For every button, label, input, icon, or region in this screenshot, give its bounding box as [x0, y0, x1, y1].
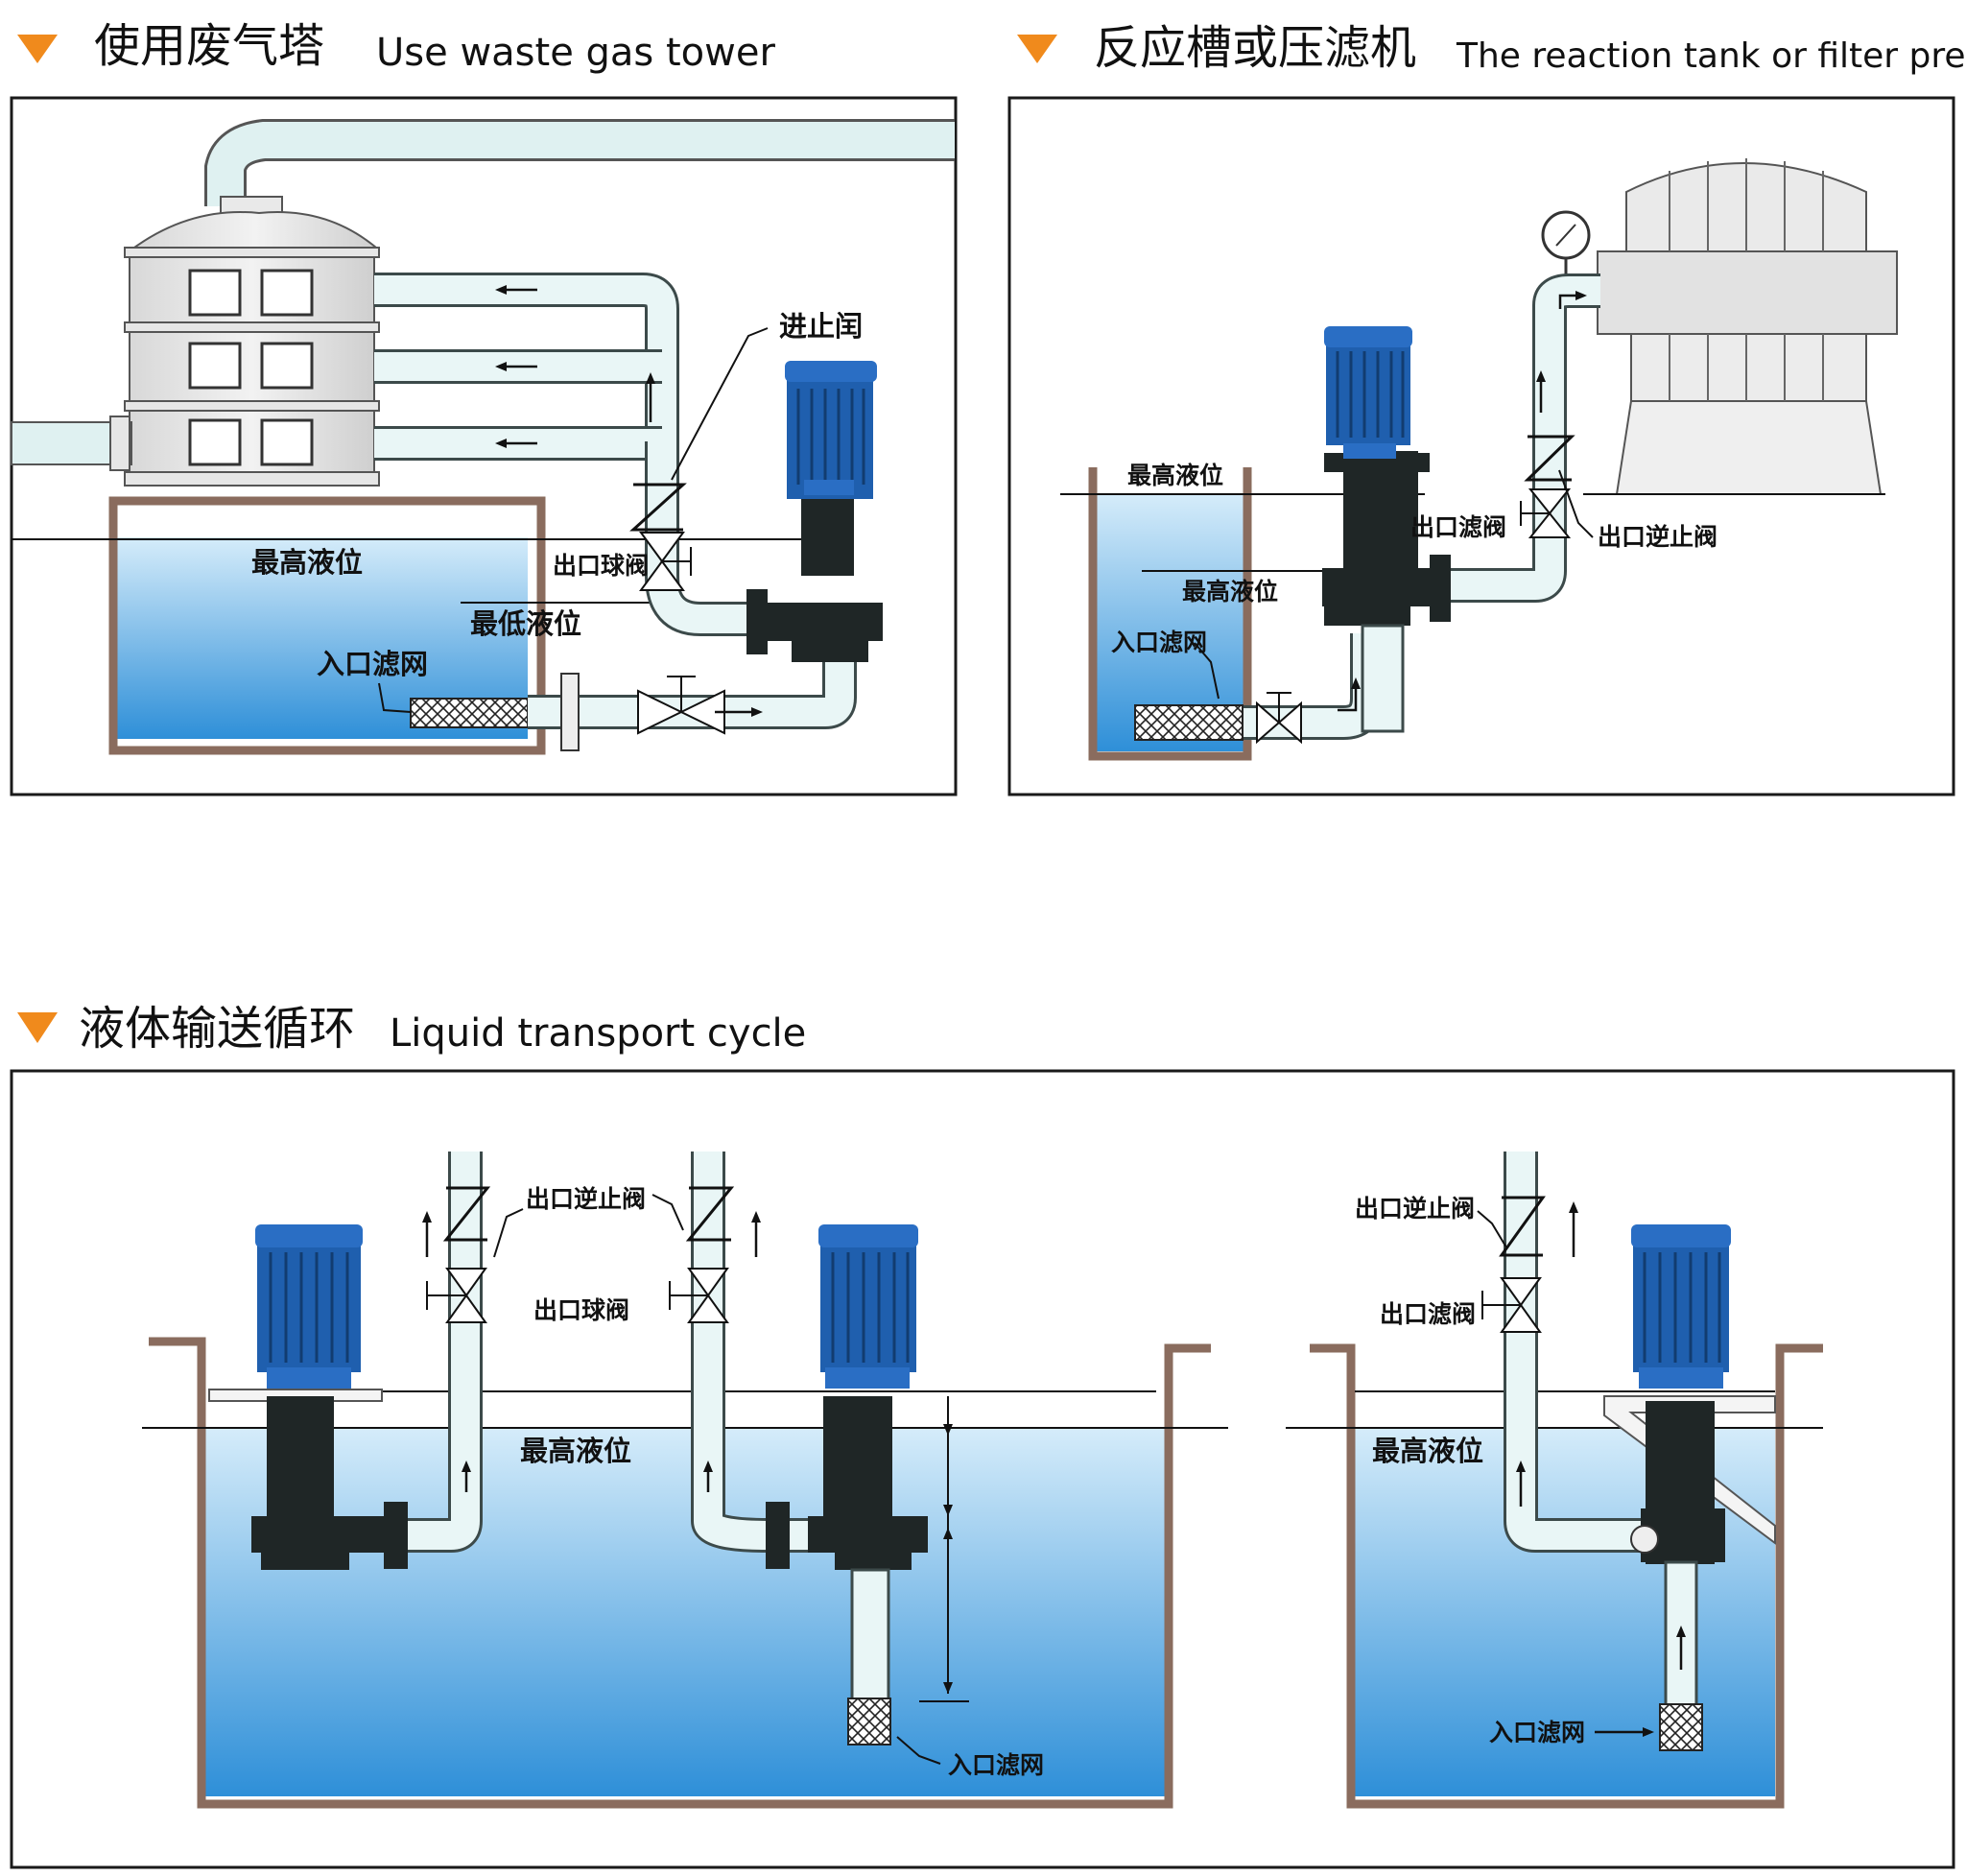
inlet-filter-screen [410, 698, 529, 728]
tower-window [188, 418, 242, 466]
cycle-max-level-label-b: 最高液位 [1372, 1435, 1483, 1467]
cycle-outlet-check-valve-label-a: 出口逆止阀 [526, 1185, 646, 1213]
min-level-label: 最低液位 [470, 607, 581, 640]
orange-triangle-icon [1017, 35, 1057, 63]
check-valve-icon [442, 1186, 491, 1242]
cycle-outlet-check-valve-label-b: 出口逆止阀 [1355, 1195, 1475, 1223]
cycle-outlet-valve-label-b: 出口滤阀 [1380, 1300, 1476, 1328]
check-valve-icon [685, 1186, 735, 1242]
cycle-max-level-label-a: 最高液位 [520, 1435, 631, 1467]
cycle-section-header: 液体输送循环 Liquid transport cycle [17, 1002, 806, 1056]
cycle-panel: 出口逆止阀 出口球阀 最高液位 入口滤网 [10, 1069, 1955, 1869]
cycle-inlet-filter-label-a: 入口滤网 [948, 1751, 1044, 1779]
cycle-inlet-filter-label-b: 入口滤网 [1489, 1719, 1585, 1746]
cycle-title-en: Liquid transport cycle [390, 1011, 806, 1056]
reaction-title-en: The reaction tank or filter press [1456, 36, 1966, 76]
ball-valve-icon [639, 532, 685, 563]
tower-window [260, 418, 314, 466]
tower-section-header: 使用废气塔 Use waste gas tower [17, 19, 775, 75]
reaction-inlet-filter-label: 入口滤网 [1111, 629, 1207, 656]
inlet-filter-screen [847, 1698, 891, 1745]
reaction-outlet-check-valve-label: 出口逆止阀 [1598, 523, 1717, 551]
motor-icon [257, 1228, 361, 1372]
outlet-ball-valve-label: 出口球阀 [553, 552, 649, 580]
motor-icon [1326, 330, 1410, 445]
motor-icon [820, 1228, 916, 1372]
cycle-title-cn: 液体输送循环 [79, 1002, 355, 1056]
tower-title-en: Use waste gas tower [376, 31, 775, 75]
return-pipes [374, 273, 679, 461]
orange-triangle-icon [17, 1012, 58, 1043]
inlet-filter-screen [1134, 704, 1244, 741]
cycle-pump-b [669, 1152, 969, 1745]
check-valve-icon [629, 483, 687, 532]
check-valve-icon [1524, 435, 1575, 482]
motor-icon [1633, 1228, 1729, 1372]
tower-window [188, 342, 242, 390]
tower-title-cn: 使用废气塔 [94, 19, 324, 73]
reaction-title-cn: 反应槽或压滤机 [1094, 21, 1416, 75]
inlet-filter-label: 入口滤网 [317, 648, 428, 680]
reaction-pump [1322, 326, 1451, 733]
waste-gas-tower [11, 211, 380, 487]
tower-window [188, 269, 242, 317]
discharge-line [629, 441, 748, 636]
tower-window [260, 269, 314, 317]
tower-window [260, 342, 314, 390]
tower-pump [746, 361, 883, 662]
max-level-label: 最高液位 [251, 546, 363, 579]
inlet-filter-screen [1659, 1703, 1703, 1751]
motor-icon [787, 365, 873, 499]
cycle-pump-c [1481, 1152, 1731, 1751]
check-valve-icon [1499, 1196, 1546, 1257]
reaction-panel: 最高液位 最高液位 出口滤阀 出口逆止阀 入口滤网 [1007, 96, 1955, 796]
tower-panel: 进止闰 出口球阀 最高液位 最低液位 入口滤网 [10, 96, 958, 796]
cycle-pump-a [251, 1152, 491, 1570]
check-valve-label: 进止闰 [779, 310, 863, 343]
suction-line [528, 662, 857, 751]
cycle-tank-a [142, 1337, 1228, 1809]
reaction-outlet-valve-label: 出口滤阀 [1410, 513, 1506, 541]
reaction-section-header: 反应槽或压滤机 The reaction tank or filter pres… [1017, 21, 1966, 76]
reaction-min-level-label: 最高液位 [1182, 578, 1278, 606]
reaction-max-level-label: 最高液位 [1127, 462, 1223, 489]
orange-triangle-icon [17, 35, 58, 63]
cycle-outlet-valve-label-a: 出口球阀 [533, 1296, 629, 1324]
filter-press [1541, 158, 1898, 495]
